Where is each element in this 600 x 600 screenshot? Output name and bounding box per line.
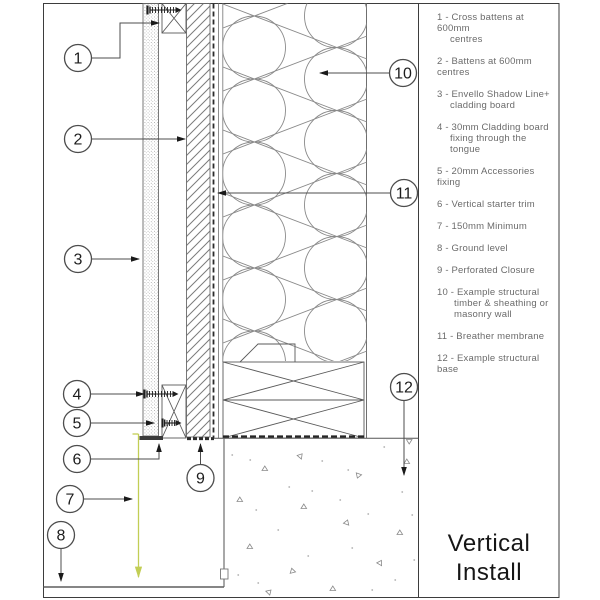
callout-4: 4 [62,379,92,409]
callout-1: 1 [63,43,93,73]
callout-10: 10 [388,58,418,88]
callout-6: 6 [62,444,92,474]
screw-fixing-20mm [161,417,183,429]
legend-item-3: 3 - Envello Shadow Line+cladding board [437,89,557,111]
legend-item-7: 7 - 150mm Minimum [437,221,557,232]
legend-item-line: 7 - 150mm Minimum [437,221,527,232]
callout-11: 11 [389,178,419,208]
legend-item-11: 11 - Breather membrane [437,331,557,342]
callout-10-number: 10 [394,66,412,83]
concrete-base-section [214,437,419,596]
legend-item-line: 4 - 30mm Cladding board [437,122,549,133]
callout-11-number: 11 [396,186,413,203]
legend-item-line: 2 - Battens at 600mm centres [437,56,532,78]
cladding-board-section [142,3,159,437]
legend-item-line: 1 - Cross battens at 600mm [437,12,524,34]
drawing-border [43,3,560,598]
legend-item-line: cladding board [450,100,516,111]
callout-5: 5 [62,408,92,438]
callout-6-number: 6 [73,452,82,469]
legend-item-2: 2 - Battens at 600mm centres [437,56,557,78]
legend-item-line: 12 - Example structural base [437,353,540,375]
concrete-speckle-dots [231,446,416,591]
callout-8: 8 [46,520,76,550]
legend-item-line: centres [450,34,483,45]
legend-item-line: fixing through the tongue [450,133,527,155]
callout-12: 12 [389,372,419,402]
legend-item-line: 3 - Envello Shadow Line+ [437,89,550,100]
callout-9-number: 9 [196,471,205,488]
callout-2-number: 2 [74,132,83,149]
legend-item-12: 12 - Example structural base [437,353,557,375]
batten-hatch-section [186,3,211,438]
callout-3: 3 [63,244,93,274]
cross-batten-top [161,3,187,34]
callout-bubbles: 1 2 3 4 5 6 7 8 [46,43,419,550]
callout-leaders [58,20,407,582]
callout-1-number: 1 [74,51,83,68]
legend-item-line: 10 - Example structural [437,287,540,298]
callout-8-number: 8 [57,528,66,545]
legend-item-line: masonry wall [454,309,512,320]
starter-trim-profile [139,436,163,440]
legend-item-9: 9 - Perforated Closure [437,265,557,276]
legend-item-line: 5 - 20mm Accessories fixing [437,166,535,188]
legend-item-5: 5 - 20mm Accessories fixing [437,166,557,188]
callout-4-number: 4 [73,387,82,404]
callout-2: 2 [63,124,93,154]
callout-7-number: 7 [66,492,75,509]
concrete-speckle-triangles [236,439,413,596]
callout-3-number: 3 [74,252,83,269]
drawing-title-line1: Vertical [447,530,531,557]
insulation-pattern [223,3,367,361]
leader-6 [90,443,162,460]
callout-7: 7 [55,484,85,514]
legend-item-6: 6 - Vertical starter trim [437,199,557,210]
drawing-title: Vertical Install [419,529,559,587]
callout-12-number: 12 [395,380,413,397]
legend-item-8: 8 - Ground level [437,243,557,254]
leader-1 [91,20,160,59]
bottom-plate-section [222,343,365,439]
callout-5-number: 5 [73,416,82,433]
legend-item-line: 11 - Breather membrane [437,331,545,342]
legend-item-line: 8 - Ground level [437,243,508,254]
drawing-title-line2: Install [455,559,523,586]
legend-item-line: 6 - Vertical starter trim [437,199,535,210]
callout-9: 9 [186,463,215,493]
min-height-dimension-line [132,433,143,579]
legend-item-line: timber & sheathing or [454,298,549,309]
legend-item-line: 9 - Perforated Closure [437,265,535,276]
